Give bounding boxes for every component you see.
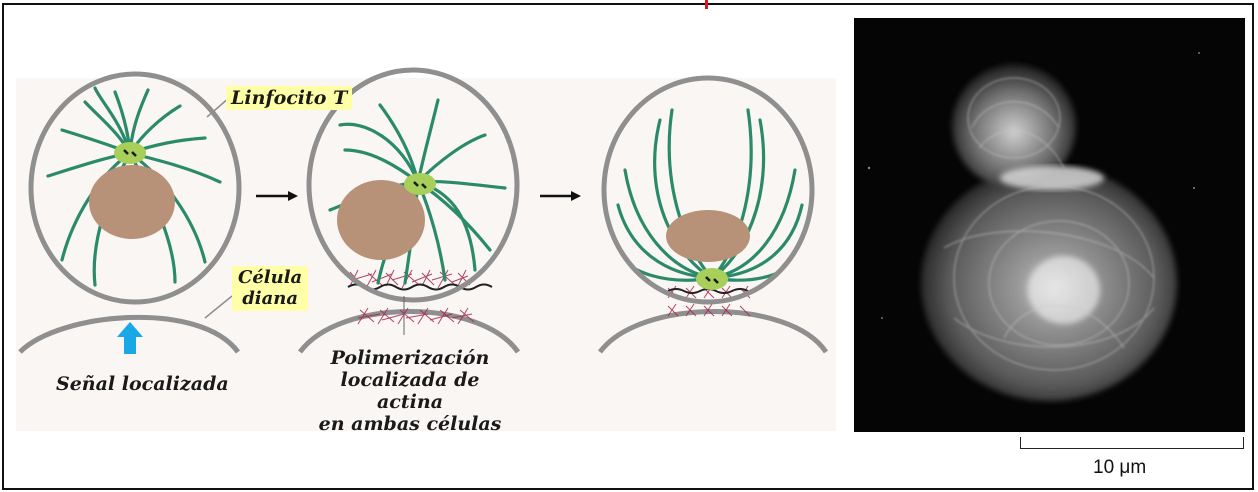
nucleus (666, 210, 750, 262)
centrosome (696, 268, 728, 290)
nucleus (89, 165, 175, 239)
target-cell-membrane (600, 312, 826, 353)
fluorescence-micrograph (854, 18, 1245, 432)
t-cell-label: Linfocito T (226, 88, 352, 110)
scale-bar (1020, 437, 1244, 449)
actin-polymerization-label: Polimerización localizada de actina en a… (310, 348, 510, 435)
arrow-up-icon (117, 322, 143, 354)
stage-2 (300, 70, 518, 352)
stage-3 (600, 78, 826, 352)
arrow-right-icon (256, 191, 298, 201)
centrosome (404, 173, 436, 195)
target-cell-label: Célula diana (232, 266, 308, 311)
arrow-right-icon (540, 191, 581, 201)
centrosome (114, 142, 146, 164)
signal-label: Señal localizada (56, 374, 229, 396)
stage-1 (20, 74, 239, 354)
scale-bar-label: 10 μm (1093, 457, 1146, 479)
